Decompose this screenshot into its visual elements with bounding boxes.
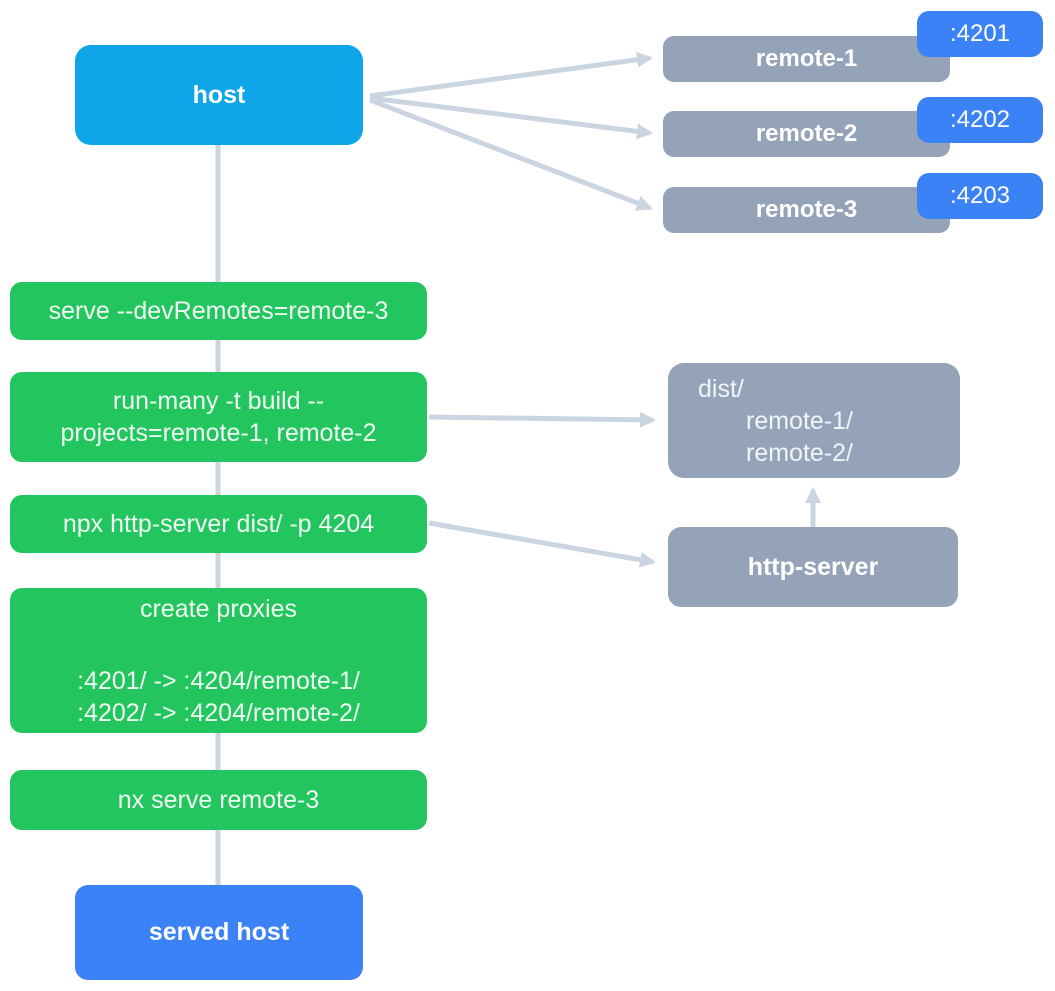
remote-3-label: remote-3 xyxy=(755,196,858,223)
step-create-proxies-title: create proxies xyxy=(139,594,298,623)
step-nx-serve-remote-3: nx serve remote-3 xyxy=(10,770,427,830)
edge-host-remote-1 xyxy=(369,51,653,99)
remote-2-node: remote-2 xyxy=(663,111,950,157)
step-npx-http-server: npx http-server dist/ -p 4204 xyxy=(10,495,427,553)
edge-build-dist xyxy=(428,411,656,428)
dist-root-label: dist/ xyxy=(698,375,744,403)
remote-1-label: remote-1 xyxy=(755,45,858,72)
remote-3-node: remote-3 xyxy=(663,187,950,233)
step-npx-http-server-label: npx http-server dist/ -p 4204 xyxy=(62,510,375,538)
http-server-node: http-server xyxy=(668,527,958,607)
step-run-many-build-line-1: run-many -t build -- xyxy=(112,387,325,415)
remote-2-port-badge: :4202 xyxy=(917,97,1043,143)
remote-3-port-badge: :4203 xyxy=(917,173,1043,219)
step-create-proxies-rule-2: :4202/ -> :4204/remote-2/ xyxy=(77,698,360,727)
step-serve-devremotes: serve --devRemotes=remote-3 xyxy=(10,282,427,340)
step-create-proxies-rule-1: :4201/ -> :4204/remote-1/ xyxy=(77,666,360,695)
host-node: host xyxy=(75,45,363,145)
dist-remote-1-label: remote-1/ xyxy=(746,407,853,435)
dist-remote-2-label: remote-2/ xyxy=(746,439,853,467)
step-run-many-build-line-2: projects=remote-1, remote-2 xyxy=(60,419,377,447)
step-run-many-build: run-many -t build -- projects=remote-1, … xyxy=(10,372,427,462)
remote-1-node: remote-1 xyxy=(663,36,950,82)
http-server-label: http-server xyxy=(747,552,879,581)
remote-1-port-badge: :4201 xyxy=(917,11,1043,57)
edge-host-remote-3 xyxy=(369,97,653,211)
remote-3-port-label: :4203 xyxy=(949,182,1011,209)
host-label: host xyxy=(192,80,246,109)
served-host-label: served host xyxy=(148,918,290,946)
edge-host-remote-2 xyxy=(369,95,653,140)
remote-2-label: remote-2 xyxy=(755,120,858,147)
dist-folder-node: dist/ remote-1/ remote-2/ xyxy=(668,363,960,478)
remote-2-port-label: :4202 xyxy=(949,106,1011,133)
step-nx-serve-remote-3-label: nx serve remote-3 xyxy=(117,786,320,814)
step-serve-devremotes-label: serve --devRemotes=remote-3 xyxy=(48,297,389,325)
edge-serve-httpserver xyxy=(428,520,656,568)
remote-1-port-label: :4201 xyxy=(949,20,1011,47)
served-host-node: served host xyxy=(75,885,363,980)
step-create-proxies: create proxies :4201/ -> :4204/remote-1/… xyxy=(10,588,427,733)
